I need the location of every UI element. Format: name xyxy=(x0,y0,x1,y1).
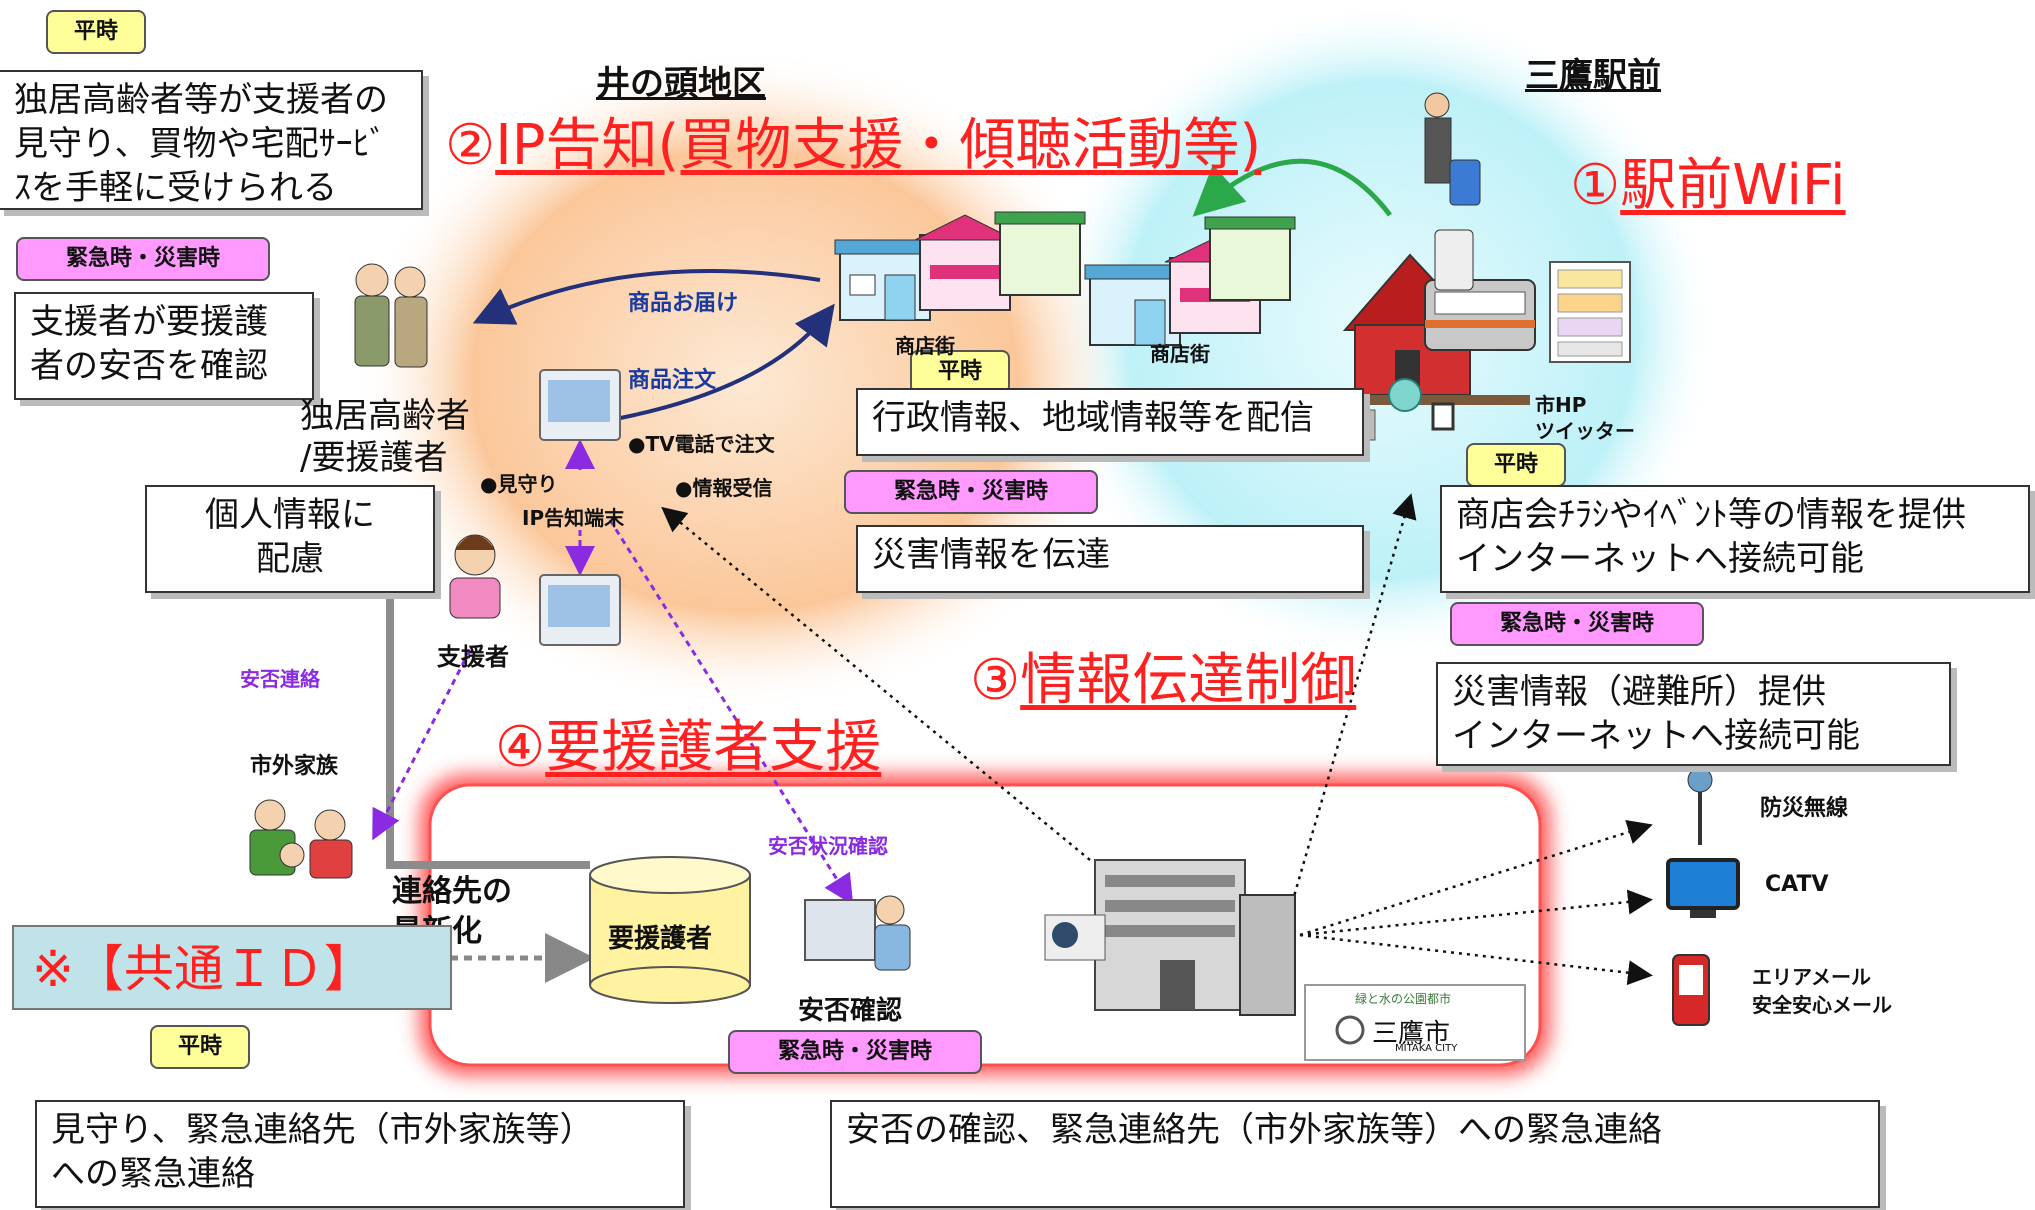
city-hp-panel xyxy=(1549,261,1631,363)
catv-icon xyxy=(1666,858,1740,918)
tag-heiji-top: 平時 xyxy=(46,10,146,54)
mitaka-emblem-icon xyxy=(1335,1015,1365,1045)
contact-line xyxy=(386,590,590,869)
ip-terminal-icon xyxy=(539,369,621,441)
headline-ip: ②IP告知(買物支援・傾聴活動等) xyxy=(445,113,1262,178)
shop-icon-right xyxy=(1084,216,1296,346)
label-shopping-street-left: 商店街 xyxy=(895,334,955,358)
order-arrow xyxy=(609,303,835,422)
note-station-heiji: 商店会ﾁﾗｼやｲﾍﾞﾝﾄ等の情報を提供 インターネットへ接続可能 xyxy=(1440,485,2030,593)
note-privacy: 個人情報に 配慮 xyxy=(145,485,435,593)
label-city-name: 三鷹市 xyxy=(1372,1019,1451,1049)
supporter-icon xyxy=(449,534,501,619)
note-bottom-right: 安否の確認、緊急連絡先（市外家族等）への緊急連絡 xyxy=(830,1100,1880,1208)
label-anpi-status: 安否状況確認 xyxy=(768,834,888,858)
mobile-phone-icon xyxy=(1672,954,1710,1026)
label-city-slogan: 緑と水の公園都市 xyxy=(1355,992,1452,1006)
note-elderly-heiji: 独居高齢者等が支援者の 見守り、買物や宅配ｻｰﾋﾞ ｽを手軽に受けられる xyxy=(0,70,423,210)
headline-control: ③情報伝達制御 xyxy=(970,648,1357,713)
city-hall-icon xyxy=(1044,859,1296,1016)
label-tv-order: ●TV電話で注文 xyxy=(628,432,775,456)
label-elderly: 独居高齢者 /要援護者 xyxy=(300,396,470,478)
note-station-kinkyu: 災害情報（避難所）提供 インターネットへ接続可能 xyxy=(1436,662,1951,766)
label-area-mail: エリアメール 安全安心メール xyxy=(1752,965,1892,1017)
operator-icon xyxy=(804,895,911,971)
shop-icon-left xyxy=(834,211,1086,321)
supporter-terminal-icon xyxy=(539,574,621,646)
tag-heiji-bottom: 平時 xyxy=(150,1025,250,1069)
tag-kinkyu-station: 緊急時・災害時 xyxy=(1450,602,1704,646)
label-ip-terminal: IP告知端末 xyxy=(522,506,625,530)
label-anpi-confirm: 安否確認 xyxy=(798,996,903,1026)
label-info-receive: ●情報受信 xyxy=(675,476,773,500)
note-shop-heiji: 行政情報、地域情報等を配信 xyxy=(856,388,1364,456)
database-icon xyxy=(589,856,751,1004)
note-elderly-kinkyu: 支援者が要援護 者の安否を確認 xyxy=(14,292,314,400)
delivery-arrow xyxy=(472,269,821,325)
label-city-roman: MITAKA CITY xyxy=(1395,1043,1458,1054)
anpi-family-arrow xyxy=(372,649,472,841)
common-id-box: ※【共通ＩＤ】 xyxy=(12,925,452,1010)
traveler-icon xyxy=(1424,92,1481,291)
headline-wifi: ①駅前WiFi xyxy=(1570,153,1846,218)
label-db: 要援護者 xyxy=(608,924,713,954)
label-city-hp: 市HP ツイッター xyxy=(1535,393,1635,443)
area-inokashira: 井の頭地区 xyxy=(596,64,766,104)
tag-kinkyu-shop: 緊急時・災害時 xyxy=(844,470,1098,514)
note-bottom-left: 見守り、緊急連絡先（市外家族等） への緊急連絡 xyxy=(35,1100,685,1208)
disaster-radio-icon xyxy=(1669,758,1731,845)
station-icon xyxy=(1342,253,1536,441)
tag-kinkyu-bottom: 緊急時・災害時 xyxy=(728,1030,982,1074)
station-to-shop-arrow xyxy=(1192,158,1392,217)
label-mimamori: ●見守り xyxy=(480,472,558,496)
label-order: 商品注文 xyxy=(628,368,717,393)
label-family: 市外家族 xyxy=(250,754,339,779)
area-mitaka-station: 三鷹駅前 xyxy=(1525,56,1661,96)
label-delivery: 商品お届け xyxy=(628,291,739,316)
label-bousai: 防災無線 xyxy=(1760,796,1849,821)
tag-kinkyu-left: 緊急時・災害時 xyxy=(16,237,270,281)
elderly-couple-icon xyxy=(354,263,428,368)
tag-heiji-station: 平時 xyxy=(1466,443,1566,487)
family-icon xyxy=(249,799,353,879)
mitaka-logo-box xyxy=(1304,984,1526,1061)
tag-heiji-shop: 平時 xyxy=(910,350,1010,394)
anpi-status-arrow xyxy=(608,519,854,906)
note-shop-kinkyu: 災害情報を伝達 xyxy=(856,525,1364,593)
label-anpi-contact: 安否連絡 xyxy=(240,667,320,691)
headline-support: ④要援護者支援 xyxy=(495,715,882,780)
label-shopping-street-right: 商店街 xyxy=(1150,342,1210,366)
label-supporter: 支援者 xyxy=(437,643,509,671)
label-catv: CATV xyxy=(1765,872,1829,897)
